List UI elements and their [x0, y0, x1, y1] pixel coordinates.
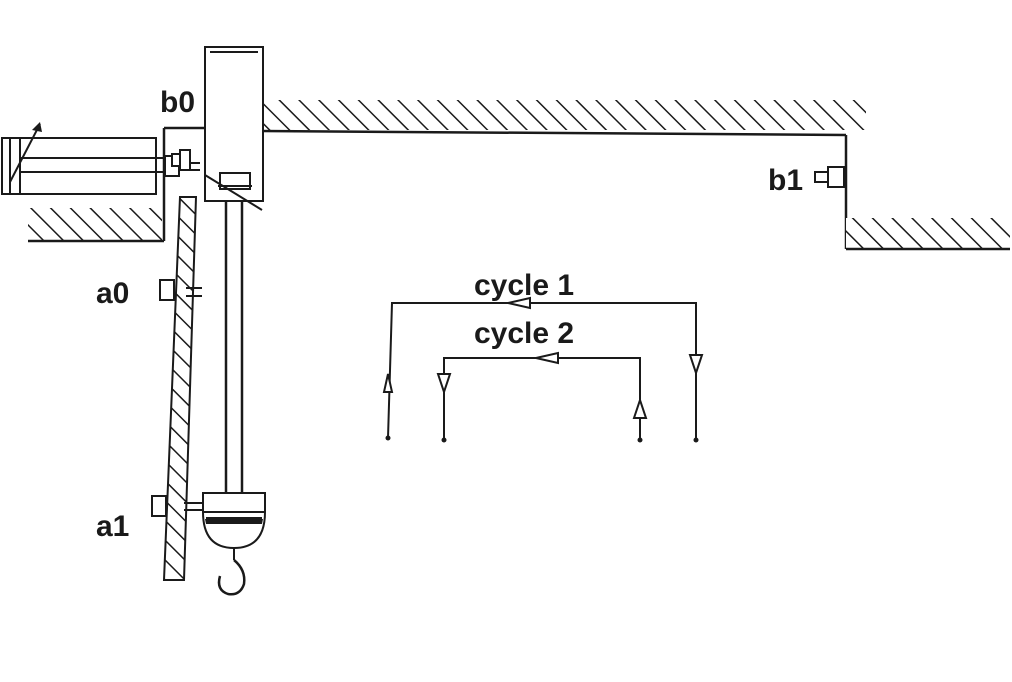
sensor-b1 [814, 166, 845, 188]
horizontal-cylinder [1, 122, 200, 195]
left-floor [28, 126, 205, 243]
ceiling-rail [261, 100, 866, 137]
label-b0: b0 [160, 86, 195, 119]
label-b1: b1 [768, 164, 803, 197]
label-a1: a1 [96, 510, 129, 543]
label-cycle-1: cycle 1 [474, 269, 574, 302]
label-cycle-2: cycle 2 [474, 317, 574, 350]
sensor-b0 [171, 149, 191, 171]
sensor-a0 [159, 279, 202, 301]
cycle-2-path [436, 351, 648, 443]
cycle-1-path [382, 296, 704, 443]
guide-column [162, 196, 198, 581]
hook-assembly [202, 492, 266, 596]
vertical-rod [224, 201, 244, 492]
trolley-carriage [204, 46, 264, 211]
sensor-a1 [151, 495, 202, 517]
label-a0: a0 [96, 277, 129, 310]
right-step-wall [844, 135, 1010, 251]
